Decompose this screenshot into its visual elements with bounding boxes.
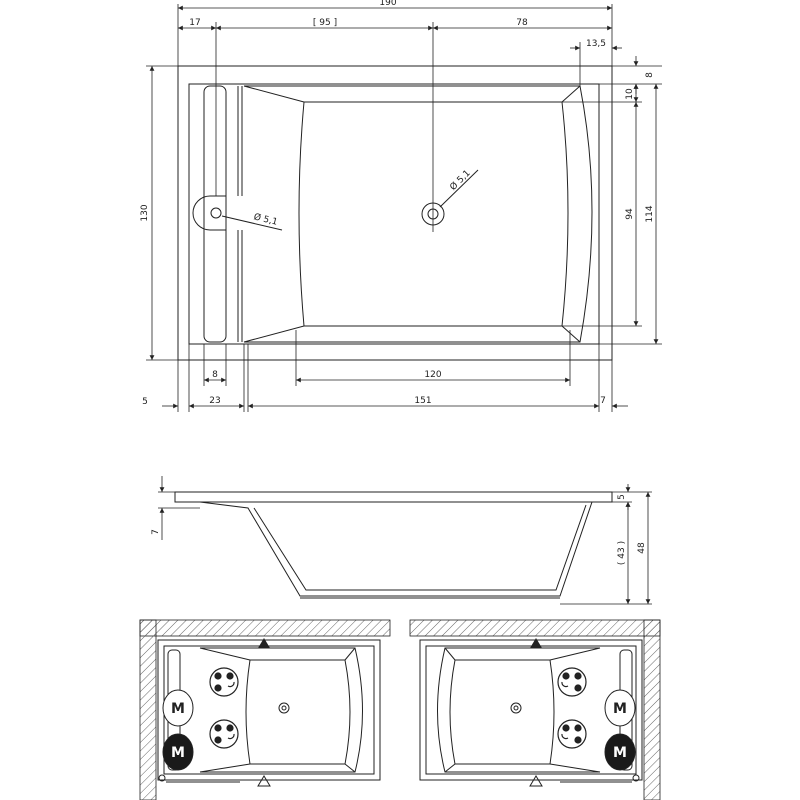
section-view [174, 491, 613, 599]
dim-inner-height: 114 [645, 205, 655, 222]
plan-overflow-leader [221, 215, 283, 231]
plan-overflow-slot [192, 195, 226, 231]
dim-main-length: 151 [414, 396, 431, 406]
dim-overflow-diameter: Ø 5,1 [253, 211, 279, 228]
right-jet-top [557, 667, 587, 697]
plan-outer-rim [177, 65, 613, 361]
dim-left-ledge: 8 [212, 370, 218, 380]
plan-basin [298, 101, 569, 327]
right-wall-top [409, 619, 661, 637]
dim-top-rim: 8 [645, 72, 655, 78]
right-wall-side [643, 619, 661, 800]
dim-basin-width: 120 [424, 370, 441, 380]
dim-basin-depth: ( 43 ) [617, 541, 627, 565]
plan-drain-leader [439, 169, 479, 208]
right-top-marker [530, 638, 542, 648]
section-rim [174, 491, 613, 503]
section-dimension-lines [158, 476, 652, 605]
dim-right-margin: 7 [600, 396, 606, 406]
left-motor-top [162, 689, 194, 727]
right-motor-bottom [604, 733, 636, 771]
dim-total-height: 48 [637, 542, 647, 554]
section-dimension-texts: 5 ( 43 ) 48 7 [151, 494, 647, 565]
plan-diag-2 [243, 325, 305, 343]
dim-top-step: 10 [625, 88, 635, 100]
left-bottom-marker [257, 775, 271, 787]
left-tub-inner [163, 645, 375, 775]
dim-overall-length: 190 [379, 0, 396, 8]
left-motor-bottom [162, 733, 194, 771]
dim-left-offset: 17 [189, 18, 200, 28]
right-drain [510, 702, 522, 714]
plan-diag-4 [561, 325, 581, 343]
left-top-marker [258, 638, 270, 648]
dim-right-span: 78 [516, 18, 528, 28]
installation-left: M M [139, 619, 391, 800]
plan-overflow-circle [210, 207, 222, 219]
plan-basin-outer [244, 85, 593, 343]
dim-height-total: 130 [140, 204, 150, 221]
right-jet-bottom [557, 719, 587, 749]
plan-diag-3 [561, 85, 581, 103]
plan-view [177, 65, 613, 361]
dim-right-rim: 13,5 [586, 39, 606, 49]
dim-drain-diameter: Ø 5,1 [448, 168, 473, 193]
right-motor-bottom-label: M [613, 745, 627, 761]
dim-left-panel: 23 [209, 396, 220, 406]
dim-center-span: [ 95 ] [313, 18, 337, 28]
right-tub-rim [419, 639, 643, 781]
left-motor-bottom-label: M [171, 745, 185, 761]
left-drain [278, 702, 290, 714]
right-tub-basin-outer [437, 647, 600, 773]
left-tub-basin-outer [200, 647, 363, 773]
section-body [199, 501, 593, 597]
plan-inner-rim [188, 83, 600, 345]
left-tub-rim [157, 639, 381, 781]
plan-left-ledge [203, 85, 227, 343]
dim-inner-basin: 94 [625, 208, 635, 220]
plan-dimension-texts: 190 17 [ 95 ] 78 13,5 130 8 10 94 114 12… [140, 0, 655, 407]
right-motor-top [604, 689, 636, 727]
right-bottom-marker [529, 775, 543, 787]
left-tub-basin [245, 659, 351, 765]
left-jet-bottom [209, 719, 239, 749]
left-wall-side [139, 619, 157, 800]
plan-dimension-lines [146, 4, 662, 412]
right-tub-inner [425, 645, 637, 775]
left-jet-top [209, 667, 239, 697]
right-motor-top-label: M [613, 701, 627, 717]
left-wall-top [139, 619, 391, 637]
dim-left-drop: 7 [151, 529, 161, 535]
installation-right: M M [409, 619, 661, 800]
dim-rim-thickness: 5 [617, 494, 627, 500]
dim-left-margin: 5 [142, 397, 148, 407]
right-tub-basin [449, 659, 555, 765]
left-motor-top-label: M [171, 701, 185, 717]
section-inner [253, 504, 587, 591]
plan-diag-1 [243, 85, 305, 103]
